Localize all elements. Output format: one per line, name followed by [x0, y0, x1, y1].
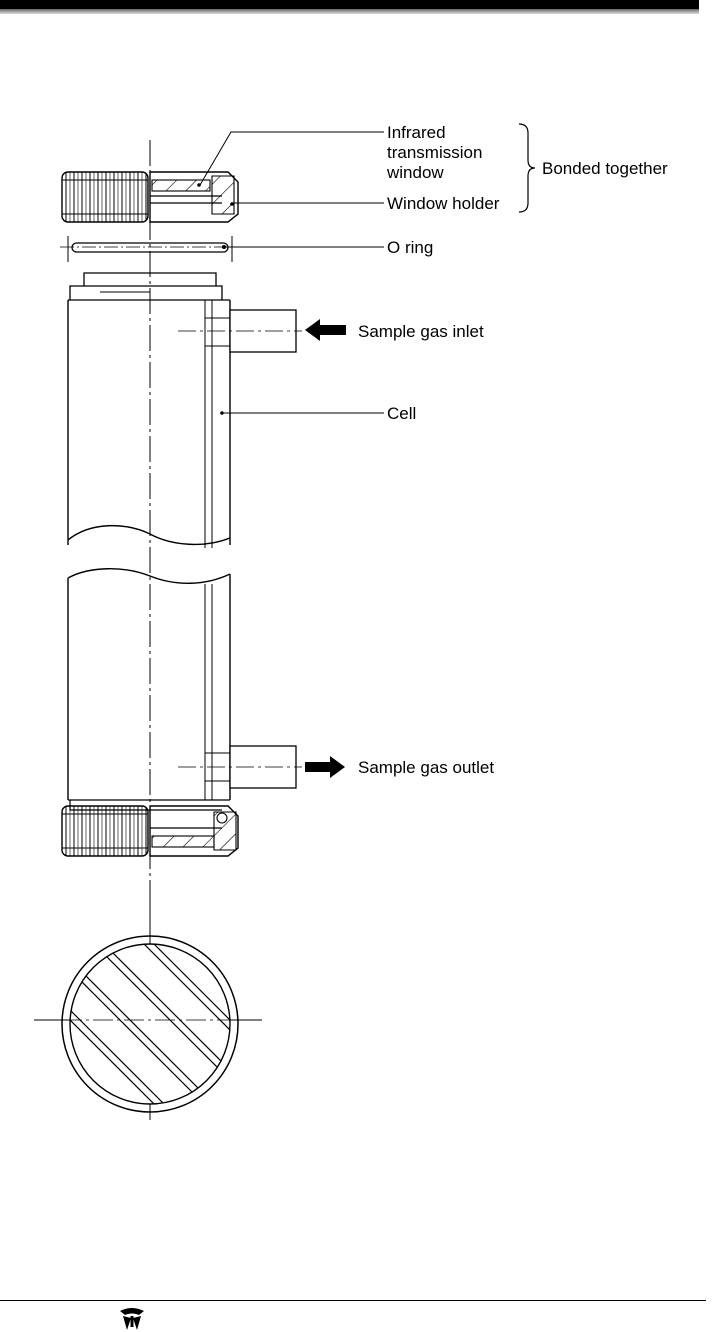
- header-rule: [0, 0, 699, 14]
- top-cap: [61, 171, 239, 223]
- label-cell: Cell: [387, 404, 416, 423]
- cell-lower: [67, 568, 302, 811]
- label-transmission: transmission: [387, 143, 482, 162]
- cell-cross-section: [34, 900, 262, 1120]
- outlet-arrow-icon: [305, 756, 345, 778]
- infrared-window-section: [151, 179, 211, 192]
- o-ring: [60, 236, 242, 262]
- cell-upper: [67, 272, 302, 548]
- label-bonded-together: Bonded together: [542, 159, 668, 178]
- label-sample-gas-inlet: Sample gas inlet: [358, 322, 484, 341]
- label-window: window: [386, 163, 444, 182]
- label-o-ring: O ring: [387, 238, 433, 257]
- inlet-arrow-icon: [305, 319, 346, 341]
- label-window-holder: Window holder: [387, 194, 500, 213]
- bottom-cap: [61, 805, 239, 857]
- footer-rule: [0, 1300, 706, 1301]
- label-sample-gas-outlet: Sample gas outlet: [358, 758, 494, 777]
- leader-infrared-window: [199, 131, 384, 186]
- bonded-brace: [518, 123, 536, 213]
- label-infrared: Infrared: [387, 123, 446, 142]
- teledyne-logo-icon: [120, 1308, 144, 1330]
